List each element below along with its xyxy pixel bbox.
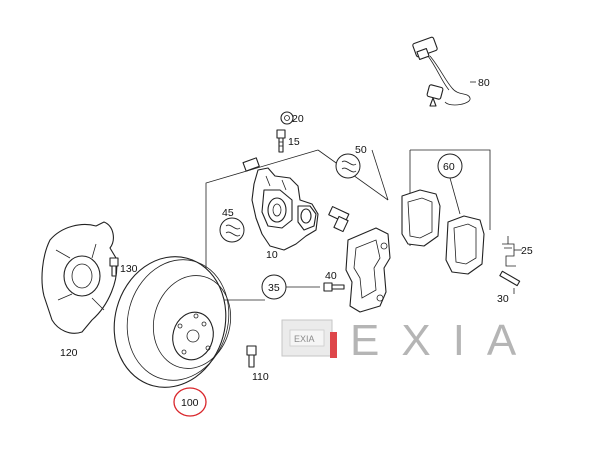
pin-30[interactable] (499, 270, 521, 287)
callout-20: 20 (292, 113, 304, 125)
bolt-40[interactable] (323, 282, 345, 292)
callout-110: 110 (252, 371, 269, 383)
guide-pin[interactable] (328, 206, 350, 233)
brake-disc-100[interactable] (100, 244, 242, 400)
dust-shield-120[interactable] (41, 221, 118, 334)
wear-sensor-80[interactable] (412, 36, 471, 107)
brake-caliper-10[interactable] (242, 157, 319, 251)
callout-100: 100 (181, 397, 199, 409)
callout-15: 15 (288, 136, 300, 148)
callout-120: 120 (60, 347, 78, 359)
wheel-bolt-110[interactable] (246, 345, 257, 368)
callout-45: 45 (222, 207, 234, 219)
bleed-screw-15[interactable] (276, 129, 286, 153)
callout-50: 50 (355, 144, 367, 156)
callout-130: 130 (120, 263, 138, 275)
screw-130[interactable] (109, 257, 119, 277)
brake-pad-outer[interactable] (401, 189, 441, 247)
bubble-icon-50 (335, 153, 361, 179)
callout-80: 80 (478, 77, 490, 89)
callout-10: 10 (266, 249, 278, 261)
watermark-text: EXIA (350, 316, 538, 365)
callout-40: 40 (325, 270, 337, 282)
callout-30: 30 (497, 293, 509, 305)
callout-100-highlight-ring (173, 387, 207, 417)
svg-text:EXIA: EXIA (294, 334, 315, 344)
callout-60: 60 (443, 161, 455, 173)
nut-20[interactable] (280, 111, 294, 125)
callout-35: 35 (268, 282, 280, 294)
caliper-carrier-bracket[interactable] (345, 227, 391, 313)
brake-pad-inner[interactable] (445, 215, 485, 275)
bubble-icon-45 (219, 217, 245, 243)
exia-watermark-logo: EXIA EXIA (281, 316, 538, 365)
spring-clip-25[interactable] (502, 236, 516, 267)
callout-25: 25 (521, 245, 533, 257)
